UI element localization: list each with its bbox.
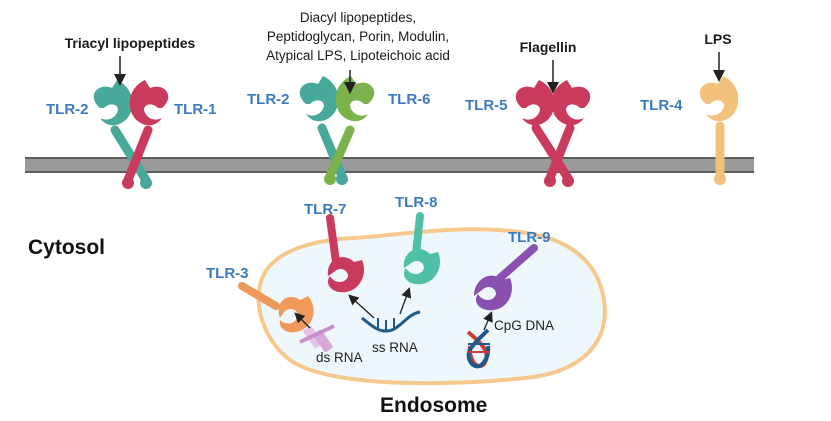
tlr8-receptor xyxy=(403,212,441,285)
ds-rna-arrow xyxy=(294,312,311,329)
label-tlr4: TLR-4 xyxy=(640,97,683,114)
label-tlr5: TLR-5 xyxy=(465,97,508,114)
label-tlr2-b: TLR-2 xyxy=(247,91,290,108)
ligand-diacyl-line3: Atypical LPS, Lipoteichoic acid xyxy=(266,48,450,63)
cytosol-label: Cytosol xyxy=(28,236,105,259)
endosome-label: Endosome xyxy=(380,394,487,417)
ligand-triacyl: Triacyl lipopeptides xyxy=(65,35,196,51)
ligand-flagellin: Flagellin xyxy=(520,39,577,55)
label-tlr9: TLR-9 xyxy=(508,229,551,246)
ligand-diacyl-line2: Peptidoglycan, Porin, Modulin, xyxy=(267,29,449,44)
plasma-membrane xyxy=(25,157,754,173)
tlr7-receptor xyxy=(326,214,365,293)
ss-rna-label: ss RNA xyxy=(372,340,418,355)
tlr9-receptor xyxy=(474,244,538,311)
label-tlr3: TLR-3 xyxy=(206,265,249,282)
cpg-dna-ligand xyxy=(466,328,491,369)
label-tlr1: TLR-1 xyxy=(174,101,217,118)
cpg-dna-label: CpG DNA xyxy=(494,318,554,333)
ss-rna-arrow-right xyxy=(399,287,412,315)
ss-rna-arrow-left xyxy=(348,294,375,319)
tlr4-receptor xyxy=(699,76,739,185)
tlr2-tlr1-heterodimer xyxy=(93,80,169,189)
label-tlr6: TLR-6 xyxy=(388,91,431,108)
ds-rna-label: ds RNA xyxy=(316,350,363,365)
ligand-lps: LPS xyxy=(704,31,731,47)
label-tlr7: TLR-7 xyxy=(304,201,347,218)
label-tlr8: TLR-8 xyxy=(395,194,438,211)
ss-rna-ligand xyxy=(361,310,421,333)
ligand-diacyl-line1: Diacyl lipopeptides, xyxy=(300,10,416,25)
tlr5-homodimer xyxy=(515,80,591,187)
cpg-dna-arrow xyxy=(483,311,493,331)
label-tlr2-a: TLR-2 xyxy=(46,101,89,118)
ds-rna-ligand xyxy=(299,324,335,353)
